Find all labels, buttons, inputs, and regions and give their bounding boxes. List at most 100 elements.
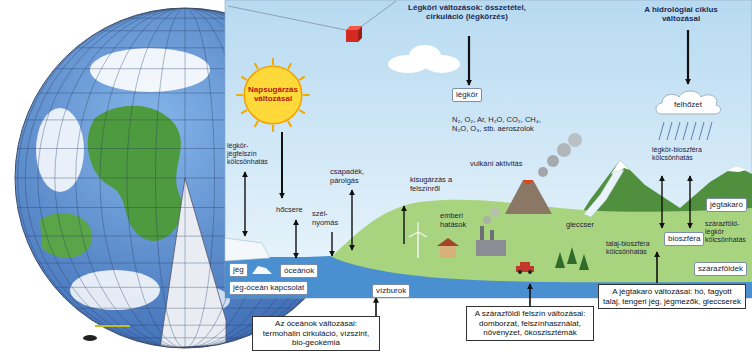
exchange-arrow: [661, 176, 662, 228]
process-label: csapadék, párolgás: [330, 168, 372, 185]
meridian: [185, 0, 186, 360]
cloud-node: felhőzet: [652, 86, 724, 118]
volcano-crater: [523, 180, 533, 184]
windmill-blade: [417, 222, 418, 232]
sun-disc: [244, 66, 302, 124]
land-changes-box: A szárazföldi felszín változásai: dombor…: [466, 306, 594, 341]
zoom-line: [362, 1, 396, 26]
process-label: kisugárzás a felszínről: [410, 176, 458, 193]
hydrosphere-box-text: vízburok: [376, 286, 406, 296]
volcano-smoke: [568, 133, 582, 147]
heading-label: Légköri változások: összetétel, cirkulác…: [405, 3, 529, 21]
rain-drop: [659, 122, 664, 140]
ice-box: jég: [229, 263, 248, 277]
ocean-box: óceánok: [280, 264, 318, 278]
windmill-blade: [409, 232, 418, 237]
process-label: szárazföld-légkör kölcsönhatás: [705, 220, 749, 244]
factory-chimney: [480, 226, 484, 240]
process-arrows: [245, 30, 690, 306]
hydrosphere-box: vízburok: [372, 284, 410, 298]
rain-drop: [691, 122, 696, 140]
iceberg: [252, 266, 272, 274]
sun-ray: [272, 126, 274, 131]
rain-drop: [707, 122, 712, 140]
sun-ray: [242, 77, 246, 80]
cloud-node-text: felhőzet: [674, 100, 702, 109]
rain: [659, 122, 712, 140]
factory-smoke: [490, 207, 500, 217]
sun-ray: [255, 122, 258, 126]
rain-drop: [675, 122, 680, 140]
ocean-box-text: óceánok: [284, 266, 314, 276]
forcing-arrow: [468, 36, 470, 85]
process-label: emberi hatások: [440, 212, 480, 229]
exchange-arrow: [351, 190, 352, 250]
ocean-changes-box-text: Az óceánok változásai: termohalin cirkul…: [257, 319, 375, 348]
sun-node-text: Napsugárzás változásai: [244, 86, 302, 104]
tree: [555, 252, 565, 268]
sky-cloud: [424, 55, 460, 73]
rain-drop: [699, 122, 704, 140]
process-label: légkör-jégfelszín kölcsönhatás: [227, 142, 269, 166]
globe-cloud: [36, 108, 84, 192]
grid-cell-cube: [346, 30, 358, 42]
windmill-blade: [418, 232, 427, 237]
heading-label: A hidrológiai ciklus változásai: [636, 5, 726, 23]
process-label: hőcsere: [276, 206, 310, 215]
change-arrow: [529, 284, 531, 306]
sun-ray: [300, 110, 304, 113]
process-label: gleccser: [566, 221, 602, 230]
ice-changes-box-text: A jégtakaró változásai: hó, fagyott tala…: [603, 287, 741, 306]
house-roof: [437, 238, 459, 246]
sun-ray: [288, 122, 291, 126]
ice-shelf: [225, 238, 270, 261]
connector-arrow: [375, 298, 377, 316]
accent-line: [95, 325, 130, 327]
ice-ocean-box-text: jég-óceán kapcsolat: [233, 283, 304, 293]
ice-box-text: jég: [233, 265, 244, 275]
cloud-shape: [656, 91, 721, 114]
land-box-text: szárazföldek: [698, 264, 743, 274]
forcing-arrow: [687, 30, 689, 84]
car-wheel: [518, 270, 522, 274]
process-label: légkör-bioszféra kölcsönhatás: [652, 146, 708, 162]
ice-changes-box: A jégtakaró változásai: hó, fagyott tala…: [598, 284, 746, 309]
biosphere-box-text: bioszféra: [668, 234, 700, 244]
parallel: [0, 308, 400, 309]
exchange-arrow: [295, 220, 296, 258]
exchange-arrow: [403, 206, 404, 244]
ice-sheet-box: jégtakaró: [706, 198, 747, 212]
gas-list: N₂, O₂, Ar, H₂O, CO₂, CH₄, N₂O, O₃, stb.…: [452, 116, 548, 133]
grid-cell-cube: [358, 26, 362, 42]
tree: [567, 247, 577, 264]
rain-drop: [683, 122, 688, 140]
process-label: vulkáni aktivitás: [470, 160, 536, 169]
house: [440, 246, 456, 258]
ice-sheet-box-text: jégtakaró: [710, 200, 743, 210]
globe-land: [88, 106, 182, 241]
zoom-line: [228, 6, 346, 30]
globe-cloud: [90, 48, 210, 92]
sun-node: Napsugárzás változásai: [236, 58, 310, 132]
climate-panel: [225, 0, 752, 298]
factory-chimney: [490, 230, 494, 240]
globe-land: [40, 213, 92, 258]
sun-ray: [242, 110, 246, 113]
process-label: talaj-bioszféra kölcsönhatás: [606, 240, 654, 256]
process-label: szél-nyomás: [312, 210, 344, 227]
factory: [476, 240, 506, 256]
exchange-arrow: [244, 172, 245, 236]
globe-pole: [83, 335, 97, 341]
volcano-smoke: [538, 167, 548, 177]
rain-drop: [667, 122, 672, 140]
globe-cloud: [70, 270, 160, 310]
change-arrow: [656, 252, 658, 283]
forcing-arrow: [281, 132, 283, 198]
volcano-smoke: [557, 143, 571, 157]
exchange-arrow: [689, 176, 690, 228]
ocean-changes-box: Az óceánok változásai: termohalin cirkul…: [252, 316, 380, 351]
biosphere-box: bioszféra: [664, 232, 704, 246]
car-wheel: [528, 270, 532, 274]
factory-smoke: [483, 216, 491, 224]
land-box: szárazföldek: [694, 262, 747, 276]
